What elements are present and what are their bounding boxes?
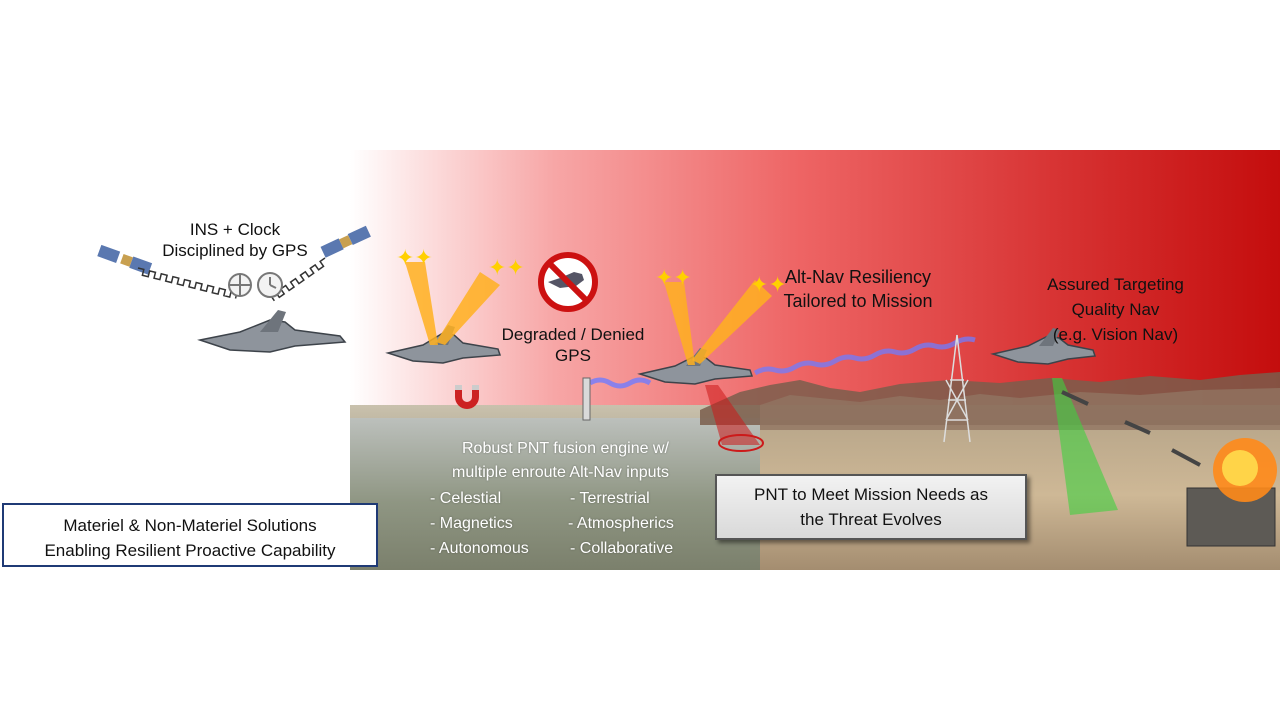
gps-signal-left <box>137 267 238 299</box>
orange-beam-3 <box>664 282 695 365</box>
threat-box-line2: the Threat Evolves <box>800 510 942 529</box>
satellite-right <box>320 225 371 258</box>
signal-link-left <box>588 377 652 389</box>
magnet-icon <box>455 385 479 409</box>
degraded-gps-line1: Degraded / Denied <box>501 325 645 344</box>
fusion-line2: multiple enroute Alt-Nav inputs <box>452 464 669 481</box>
sparkle-icon: ✦✦ <box>655 266 692 291</box>
fusion-input-celestial: - Celestial <box>430 490 502 507</box>
altnav-line2: Tailored to Mission <box>783 291 933 311</box>
threat-callout-box: PNT to Meet Mission Needs as the Threat … <box>715 474 1027 540</box>
orange-beam-1 <box>405 262 438 345</box>
ins-clock-label: INS + Clock Disciplined by GPS <box>150 219 320 261</box>
explosion-core <box>1222 450 1258 486</box>
missile-icon <box>1061 390 1089 406</box>
altnav-line1: Alt-Nav Resiliency <box>784 267 932 287</box>
signal-link-right <box>753 336 976 376</box>
assured-line3: (e.g. Vision Nav) <box>1052 325 1179 344</box>
assured-line2: Quality Nav <box>1071 300 1160 319</box>
sparkle-icon: ✦✦ <box>488 256 525 281</box>
materiel-box-line1: Materiel & Non-Materiel Solutions <box>63 516 317 535</box>
degraded-gps-line2: GPS <box>555 346 591 365</box>
materiel-box-line2: Enabling Resilient Proactive Capability <box>44 541 336 560</box>
vision-nav-beam <box>1052 378 1118 515</box>
missile-icon <box>1124 420 1151 435</box>
assured-targeting-label: Assured Targeting Quality Nav (e.g. Visi… <box>1028 272 1203 347</box>
ins-clock-line1: INS + Clock <box>189 220 281 239</box>
missile-icon <box>1171 448 1201 467</box>
orange-beam-4 <box>692 280 772 364</box>
sparkle-icon: ✦✦ <box>750 273 787 298</box>
fusion-input-autonomous: - Autonomous <box>430 540 529 557</box>
terrain-sensing-beam <box>705 385 760 445</box>
satellite-left <box>97 244 153 275</box>
water-area <box>350 418 780 570</box>
sparkle-icon: ✦✦ <box>396 246 433 271</box>
jet-icon-targeting <box>990 328 1097 365</box>
fusion-input-atmospherics: - Atmospherics <box>568 515 674 532</box>
assured-line1: Assured Targeting <box>1047 275 1184 294</box>
ins-clock-line2: Disciplined by GPS <box>162 241 308 260</box>
threat-box-line1: PNT to Meet Mission Needs as <box>754 485 988 504</box>
fusion-input-terrestrial: - Terrestrial <box>570 490 650 507</box>
materiel-solutions-box: Materiel & Non-Materiel Solutions Enabli… <box>2 503 378 567</box>
fusion-line1: Robust PNT fusion engine w/ <box>462 440 669 457</box>
fusion-input-magnetics: - Magnetics <box>430 515 513 532</box>
altnav-label: Alt-Nav Resiliency Tailored to Mission <box>768 265 948 313</box>
degraded-gps-label: Degraded / Denied GPS <box>488 324 658 366</box>
jet-icon-lead <box>197 310 347 353</box>
orange-beam-2 <box>436 272 500 345</box>
fusion-input-collaborative: - Collaborative <box>570 540 674 557</box>
gps-signal-right <box>269 257 326 302</box>
radio-tower-left <box>582 377 591 421</box>
terrain-sensing-footprint <box>718 434 764 452</box>
ins-gyro-icon <box>228 273 252 297</box>
no-gps-icon <box>538 252 598 312</box>
clock-icon <box>257 272 283 298</box>
radio-tower-right <box>943 334 971 443</box>
mountain-range-far <box>760 388 1280 430</box>
